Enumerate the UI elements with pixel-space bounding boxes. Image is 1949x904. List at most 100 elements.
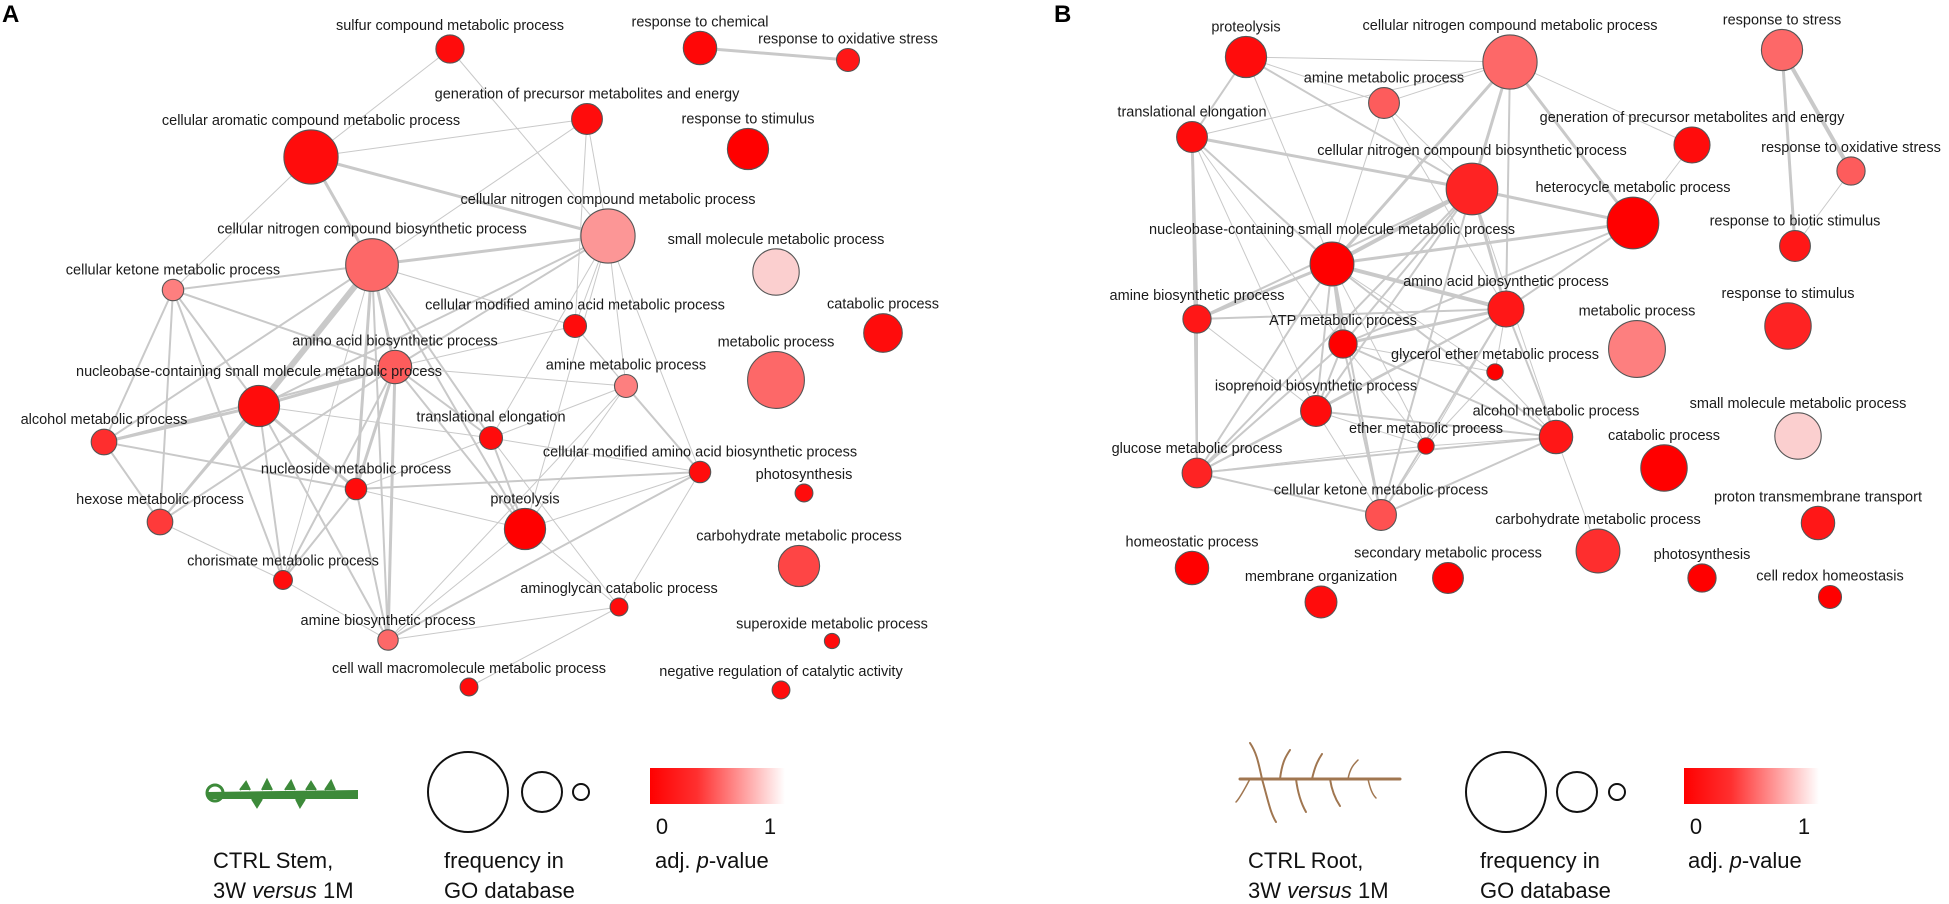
node-label-heterocycle: heterocycle metabolic process [1535,180,1730,196]
node-membrane [1304,585,1338,619]
edge [1191,136,1333,265]
edge [1245,56,1385,104]
edge [1315,188,1473,412]
size-label-line1: frequency in [444,848,564,873]
node-transl [478,425,504,451]
node-biotic [1779,230,1811,262]
panel-b: B proteolysis cellular nitrogen compound … [1054,1,1941,619]
node-small_mol [752,248,800,296]
node-label-cell_wall: cell wall macromolecule metabolic proces… [332,661,606,677]
node-ketone [1365,499,1397,531]
node-cn_biosyn [345,238,399,292]
edge [1196,445,1427,474]
edge [355,471,701,490]
edge [172,289,284,581]
node-label-mod_aa_bio: cellular modified amino acid biosyntheti… [543,444,857,460]
node-glucose [1181,457,1213,489]
node-heterocycle [1606,196,1660,250]
edge [1342,343,1557,438]
node-label-ether: ether metabolic process [1349,421,1503,437]
node-label-membrane: membrane organization [1245,569,1397,585]
edge [1245,56,1333,265]
node-stimulus [726,127,770,171]
edge [1315,410,1427,447]
node-label-proton: proton transmembrane transport [1714,489,1922,505]
node-label-precursor: generation of precursor metabolites and … [1540,110,1845,126]
node-catabolic [1640,444,1688,492]
node-ketone [161,278,185,302]
edge [1196,410,1317,474]
node-label-stimulus: response to stimulus [1722,286,1855,302]
sample-label-line1: CTRL Root, [1248,848,1363,873]
edge [1245,56,1473,190]
scale-max: 1 [1798,814,1810,839]
pvalue-label: adj. p-value [1688,848,1802,873]
edge [1196,436,1557,474]
node-proton [1800,505,1836,541]
node-label-proteolysis: proteolysis [1211,19,1280,35]
node-label-stress: response to stress [1723,12,1841,28]
size-legend-large [427,751,509,833]
node-label-hexose: hexose metabolic process [76,492,244,508]
edge [309,155,610,238]
edge [394,366,492,439]
node-label-aa_biosyn: amino acid biosynthetic process [1403,274,1609,290]
node-label-photosyn: photosynthesis [756,467,853,483]
node-carb [1575,528,1621,574]
node-amine_metab [1368,87,1400,119]
sample-label-line2: 3W versus 1M [213,878,354,903]
node-label-amine_metab: amine metabolic process [546,358,706,374]
node-cn_metab [1482,34,1538,90]
edge [524,385,627,530]
edge [172,289,396,368]
edge [490,437,701,473]
scale-max: 1 [764,814,776,839]
edge [1190,135,1474,191]
edge [387,385,627,641]
edge [1196,343,1344,474]
edge [1315,410,1382,516]
node-label-secondary: secondary metabolic process [1354,546,1542,562]
edge [1380,308,1507,516]
panel-letter: B [1054,1,1071,28]
node-nucleobase [1309,241,1355,287]
edge [574,325,627,387]
edge [449,48,609,237]
edge [355,488,526,530]
node-label-proteolysis: proteolysis [490,491,559,507]
edge [258,405,389,641]
node-label-amine_metab: amine metabolic process [1304,71,1464,87]
node-label-transl: translational elongation [416,410,565,426]
size-legend-large [1465,751,1547,833]
node-catabolic [863,313,903,353]
node-aminoglycan [609,597,629,617]
edge [490,437,620,608]
edge [1342,343,1427,447]
edge [1425,308,1507,447]
edge [1191,136,1344,345]
edge [1331,263,1557,438]
node-proteolysis [1224,35,1268,79]
edge [490,235,609,439]
edge [1245,56,1511,63]
node-label-nucleoside: nucleoside metabolic process [261,461,451,477]
edge [1342,343,1382,516]
nodes: proteolysis cellular nitrogen compound me… [1110,12,1941,619]
node-label-ketone: cellular ketone metabolic process [66,262,280,278]
edge [310,48,451,158]
node-label-cn_metab: cellular nitrogen compound metabolic pro… [1363,18,1658,34]
size-label-line2: GO database [444,878,575,903]
node-carb [777,544,821,588]
edge [1331,263,1496,373]
edge [1195,262,1334,321]
edge [394,235,609,368]
edge [1780,48,1797,248]
scale-min: 0 [656,814,668,839]
node-aa_biosyn [377,349,413,385]
node-proteolysis [503,507,547,551]
node-superoxide [823,632,841,650]
edge [1509,61,1693,146]
edge [387,471,701,641]
size-legend-small [1608,783,1626,801]
